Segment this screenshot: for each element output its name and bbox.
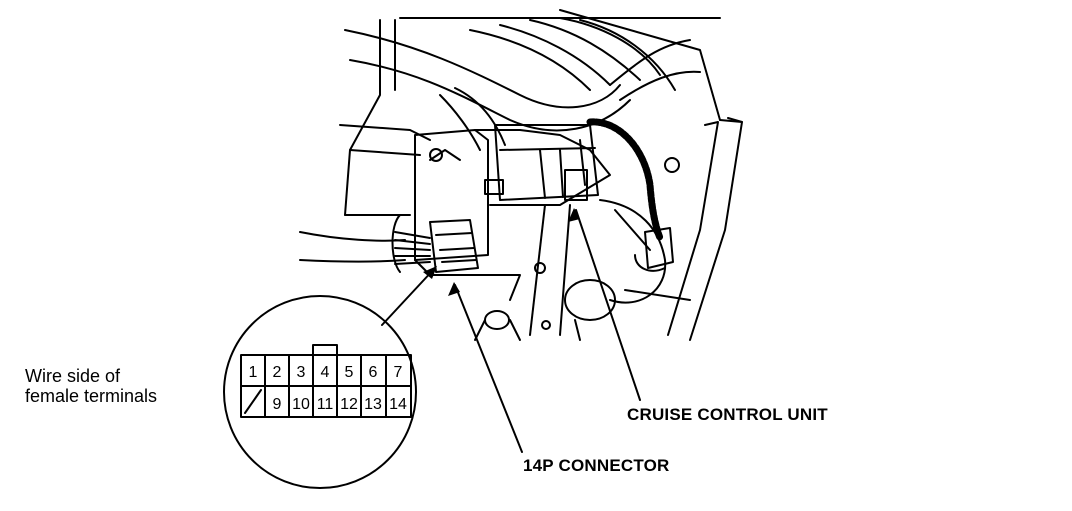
terminal-grid (240, 344, 412, 418)
leader-lines (381, 209, 641, 453)
harness-left (299, 214, 431, 273)
terminal-14: 14 (389, 396, 407, 413)
dashboard-outline (339, 9, 721, 216)
arrowheads (423, 208, 580, 296)
cruise-control-unit (484, 124, 599, 201)
terminal-numbers: 1 2 3 4 5 6 7 9 10 11 12 13 14 (249, 364, 407, 413)
blank-terminal-slash (244, 389, 262, 414)
cruise-control-unit-label: CRUISE CONTROL UNIT (627, 405, 828, 424)
terminal-13: 13 (364, 396, 382, 413)
terminal-1: 1 (249, 364, 258, 381)
harness-right (586, 118, 674, 272)
terminal-11: 11 (317, 396, 334, 413)
terminal-2: 2 (273, 364, 282, 381)
air-ducts (344, 17, 701, 151)
terminal-10: 10 (292, 396, 310, 413)
terminal-5: 5 (345, 364, 354, 381)
terminal-3: 3 (297, 364, 306, 381)
terminal-7: 7 (394, 364, 403, 381)
wire-side-label-line1: Wire side of (25, 366, 121, 386)
terminal-4: 4 (321, 364, 330, 381)
wire-side-label-line2: female terminals (25, 386, 157, 406)
terminal-6: 6 (369, 364, 378, 381)
connector-14p-label: 14P CONNECTOR (523, 456, 670, 475)
terminal-9: 9 (273, 396, 282, 413)
terminal-12: 12 (340, 396, 358, 413)
side-pillar (624, 117, 743, 341)
detail-circle (223, 295, 417, 489)
mounting-bracket (414, 129, 611, 261)
connector-14p-shape (429, 219, 479, 273)
